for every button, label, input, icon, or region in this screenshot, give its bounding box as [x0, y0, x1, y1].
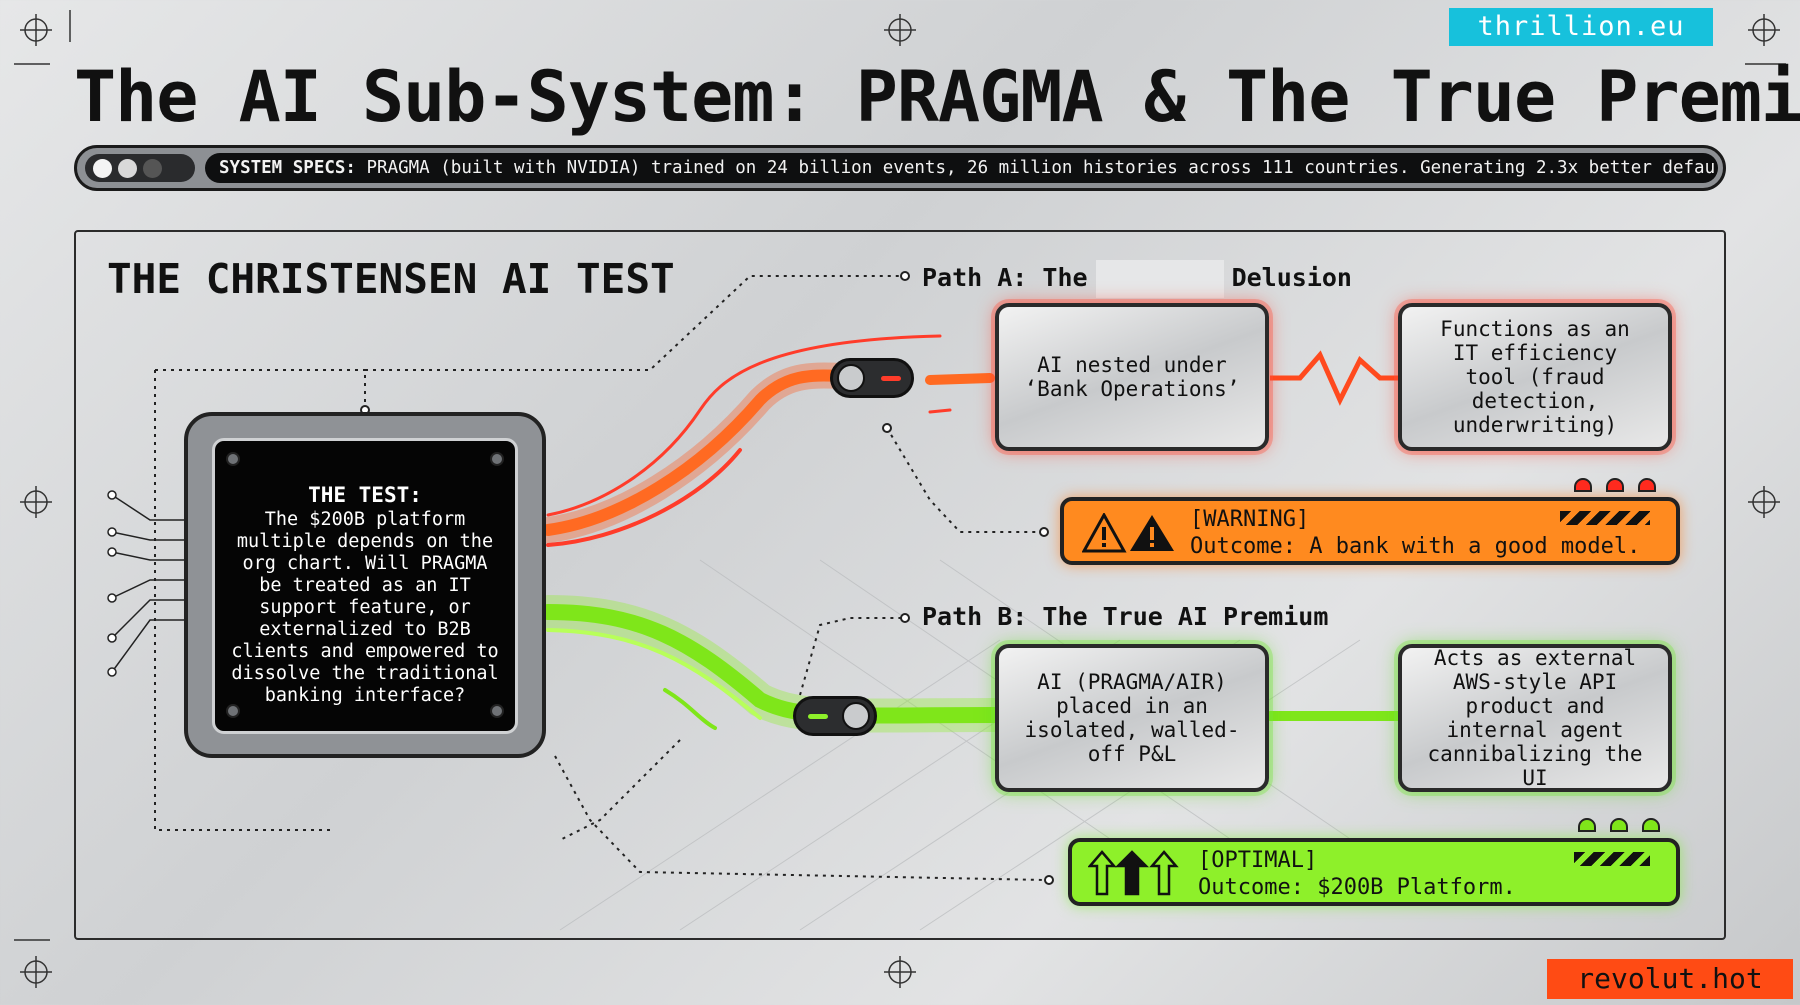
spec-prefix: SYSTEM SPECS:: [219, 158, 356, 178]
red-led-icon: [1606, 478, 1624, 492]
screw-icon: [490, 452, 504, 466]
watermark-tag[interactable]: revolut.hot: [1547, 959, 1793, 999]
red-led-icon: [1574, 478, 1592, 492]
warning-text: Outcome: A bank with a good model.: [1190, 534, 1641, 559]
section-title: THE CHRISTENSEN AI TEST: [107, 255, 675, 303]
up-arrows-icon: [1088, 850, 1179, 896]
chip-screen: THE TEST: The $200B platform multiple de…: [212, 438, 518, 734]
light-icon: [93, 159, 112, 178]
hazard-stripes: [1574, 852, 1650, 866]
path-b-label: Path B: The True AI Premium: [922, 602, 1329, 631]
chip-body: The $200B platform multiple depends on t…: [231, 509, 499, 706]
brand-tag[interactable]: thrillion.eu: [1449, 8, 1713, 46]
switch-knob: [842, 702, 870, 730]
indicator-lights: [85, 154, 195, 182]
screw-icon: [226, 452, 240, 466]
switch-indicator: [808, 714, 828, 719]
switch-indicator: [881, 376, 901, 381]
switch-knob: [837, 364, 865, 392]
optimal-tag: [OPTIMAL]: [1198, 848, 1318, 873]
screw-icon: [490, 704, 504, 718]
path-a-label-end: Delusion: [1231, 263, 1352, 292]
chip-title: THE TEST:: [308, 483, 422, 507]
warning-outcome: [WARNING] Outcome: A bank with a good mo…: [1060, 497, 1680, 565]
page-title: The AI Sub-System: PRAGMA & The True Pre…: [74, 56, 1800, 138]
green-led-icon: [1610, 818, 1628, 832]
path-b-step-2: Acts as external AWS-style API product a…: [1398, 644, 1672, 792]
red-led-icon: [1638, 478, 1656, 492]
test-chip: THE TEST: The $200B platform multiple de…: [184, 412, 546, 758]
path-a-label-start: Path A: The: [922, 263, 1088, 292]
diagram-frame: [74, 230, 1726, 940]
light-icon: [143, 159, 162, 178]
warning-triangle-icon: [1082, 513, 1174, 553]
light-icon: [118, 159, 137, 178]
spec-body: PRAGMA (built with NVIDIA) trained on 24…: [355, 158, 1719, 178]
screw-icon: [226, 704, 240, 718]
optimal-text: Outcome: $200B Platform.: [1198, 875, 1516, 900]
spec-bar: SYSTEM SPECS: PRAGMA (built with NVIDIA)…: [74, 145, 1726, 191]
path-a-label: Path A: The Delusion: [922, 260, 1352, 298]
optimal-outcome: [OPTIMAL] Outcome: $200B Platform.: [1068, 838, 1680, 906]
path-a-step-2: Functions as an IT efficiency tool (frau…: [1398, 303, 1672, 451]
spec-text: SYSTEM SPECS: PRAGMA (built with NVIDIA)…: [205, 153, 1718, 183]
path-a-step-1: AI nested under ‘Bank Operations’: [995, 303, 1269, 451]
warning-tag: [WARNING]: [1190, 507, 1310, 532]
green-led-icon: [1578, 818, 1596, 832]
green-led-icon: [1642, 818, 1660, 832]
path-a-switch[interactable]: [830, 358, 914, 398]
redacted-word: [1095, 260, 1224, 298]
path-b-step-1: AI (PRAGMA/AIR) placed in an isolated, w…: [995, 644, 1269, 792]
hazard-stripes: [1560, 511, 1650, 525]
path-b-switch[interactable]: [793, 696, 877, 736]
